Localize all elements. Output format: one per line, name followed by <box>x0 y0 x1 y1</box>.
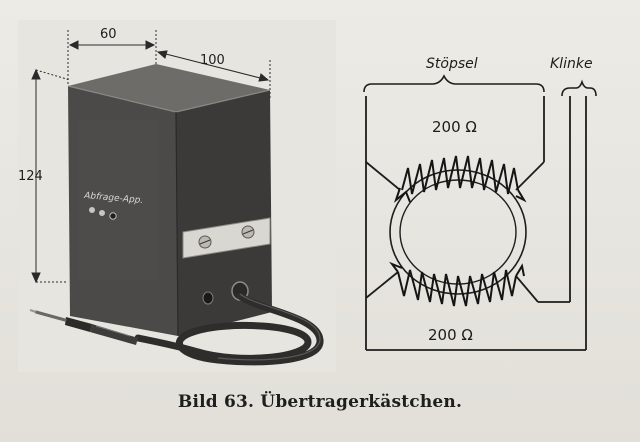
resistance-bottom: 200 Ω <box>428 326 473 344</box>
brace-klinke <box>561 79 597 97</box>
front-jack-3 <box>109 212 117 220</box>
resistance-top: 200 Ω <box>432 118 477 136</box>
schematic-diagram: Stöpsel Klinke <box>363 56 597 351</box>
core-inner <box>399 179 517 285</box>
figure-caption: Bild 63. Übertragerkästchen. <box>0 392 640 412</box>
label-stopsel: Stöpsel <box>426 56 478 72</box>
caption-text: Bild 63. Übertragerkästchen. <box>177 392 463 412</box>
dim-depth: 100 <box>200 53 225 68</box>
circuit-wires <box>365 96 587 351</box>
box-side-face <box>176 90 272 336</box>
device-photo: 60 100 124 Abfrage-App. <box>18 20 336 372</box>
coiled-cable <box>134 292 324 366</box>
dim-height: 124 <box>18 169 43 184</box>
side-jack-hole <box>202 291 214 305</box>
bleed-through <box>360 0 640 22</box>
box-top-face <box>68 64 270 112</box>
front-jack-1 <box>89 207 95 213</box>
winding-top <box>393 155 527 203</box>
plug-icon <box>29 309 138 345</box>
front-jack-2 <box>99 210 105 216</box>
winding-bottom <box>389 261 525 307</box>
label-klinke: Klinke <box>550 56 593 72</box>
brace-stopsel <box>363 74 545 93</box>
box-front-face <box>68 86 178 336</box>
dim-width: 60 <box>100 27 117 42</box>
